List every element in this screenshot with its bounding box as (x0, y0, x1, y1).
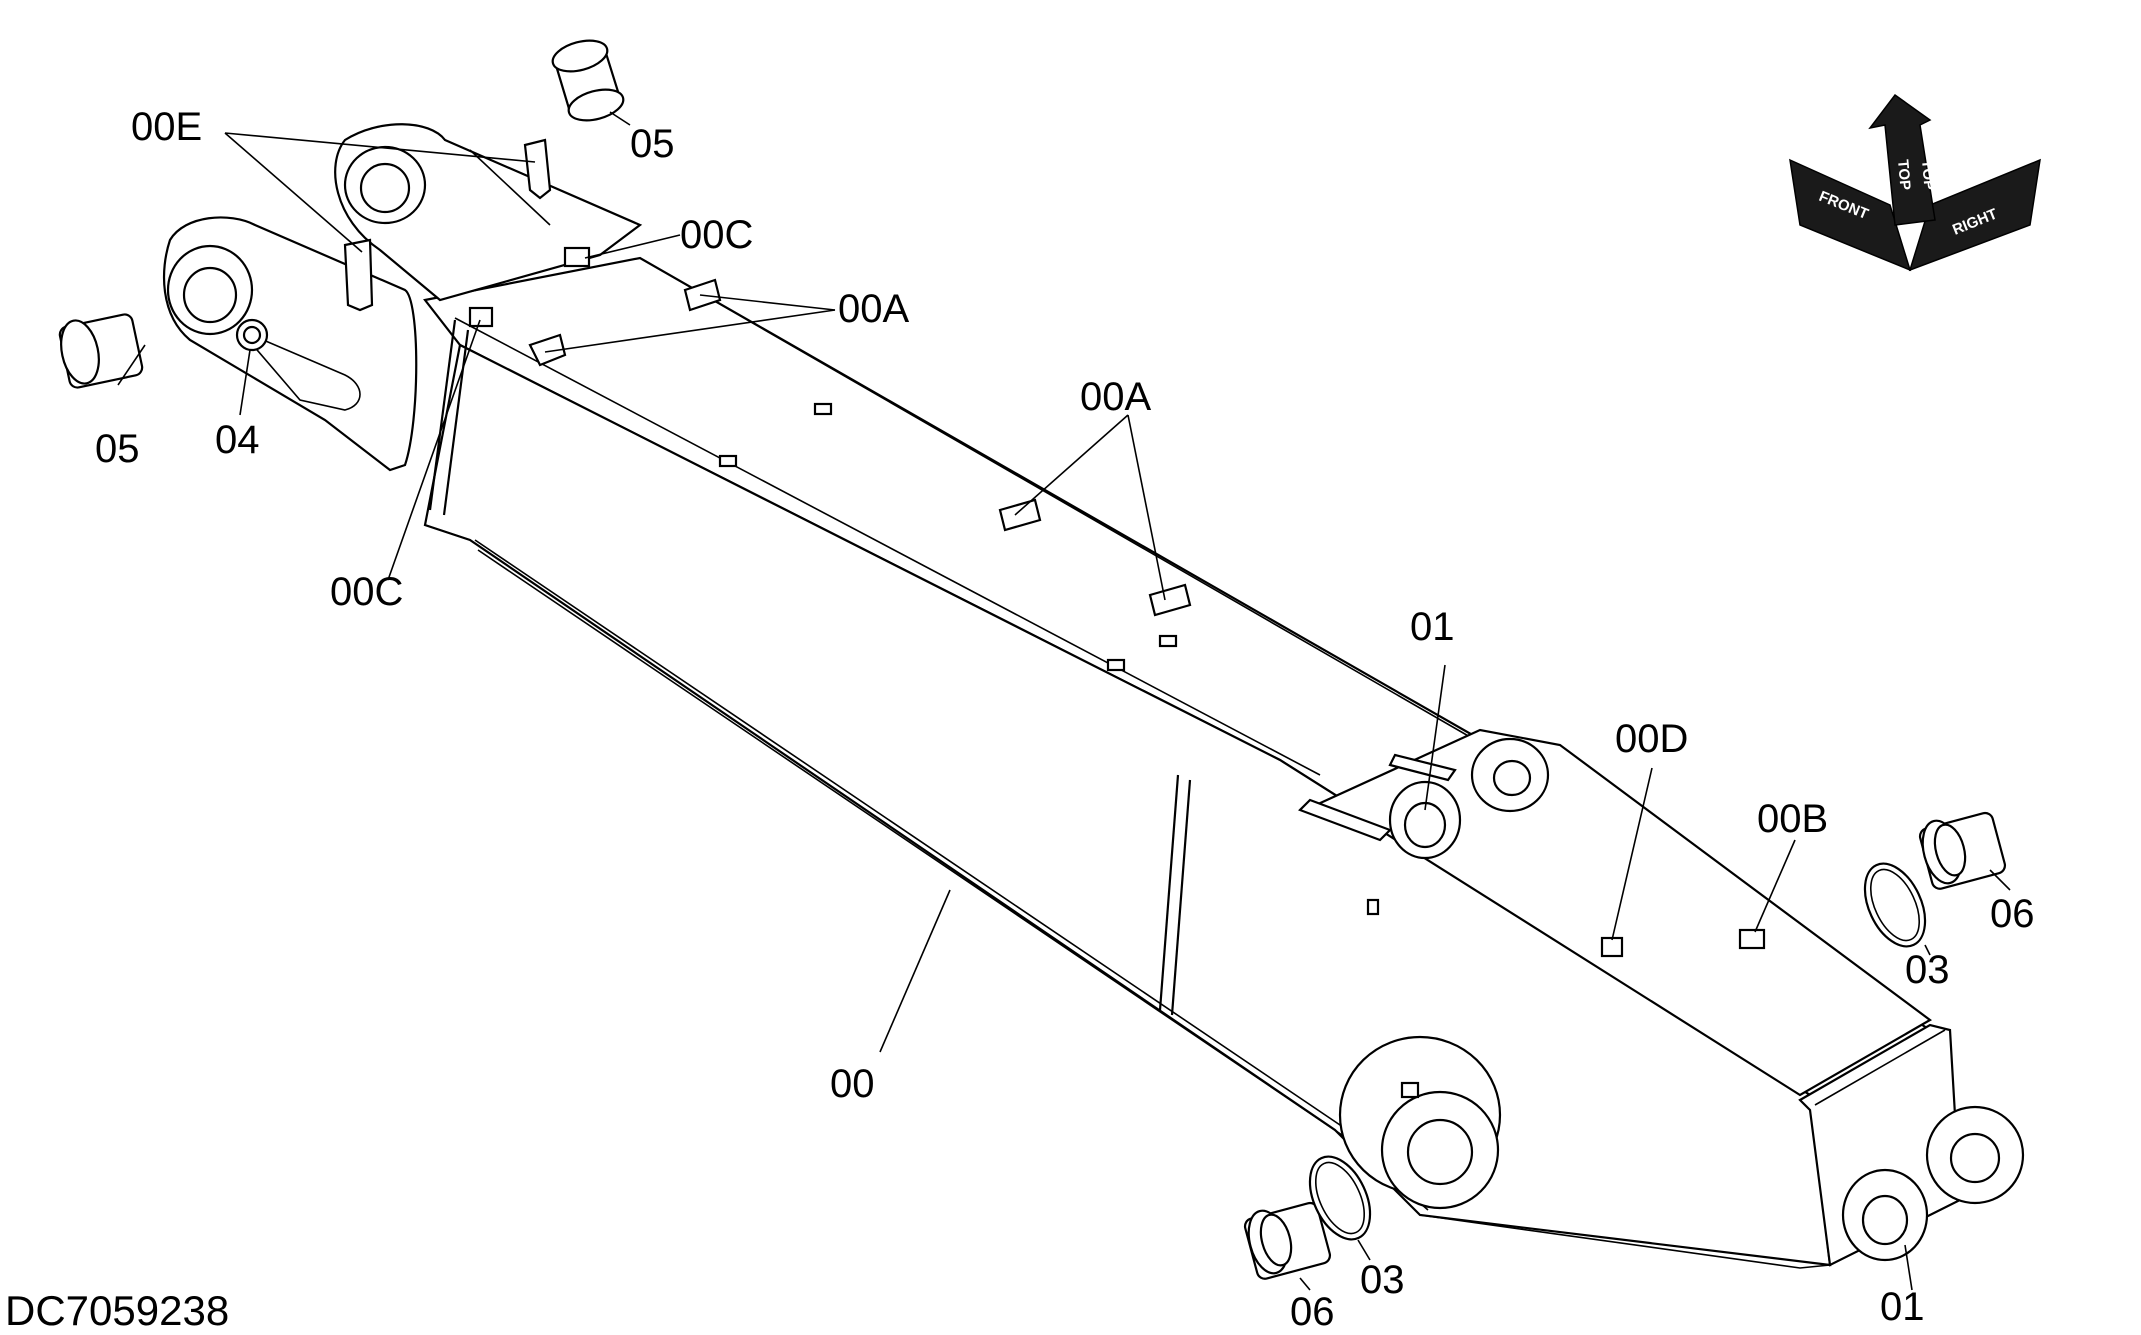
callout-06-right: 06 (1990, 892, 2035, 936)
boom-top-edge (639, 257, 1511, 761)
seal-03-bottom (1308, 1155, 1372, 1241)
pad-00D (1600, 936, 1624, 958)
pad-00B (1738, 928, 1766, 950)
wedge-plate-b (1388, 753, 1457, 782)
document-number: DC7059238 (5, 1287, 229, 1334)
bracket-00E-left (343, 238, 374, 312)
callout-01-top: 01 (1410, 605, 1455, 649)
arm-pin-bore-01 (1861, 1194, 1909, 1246)
callout-00C-left: 00C (330, 570, 403, 614)
callout-05-left: 05 (95, 427, 140, 471)
clip-00A-4 (1148, 583, 1192, 617)
callout-01-bottom: 01 (1880, 1285, 1925, 1329)
callout-04: 04 (215, 418, 260, 462)
wedge-plate-a (1298, 798, 1392, 842)
callout-03-right: 03 (1905, 948, 1950, 992)
callout-05-top: 05 (630, 122, 675, 166)
boom-lower-tip-edge (1419, 1214, 1831, 1269)
orientation-top-arrow (1868, 93, 1936, 226)
bracket-bore-upper (1492, 759, 1532, 797)
side-stiffener-left-a (428, 319, 457, 511)
orientation-label-top-a: TOP (1894, 159, 1914, 191)
callout-00A-top: 00A (838, 287, 909, 331)
bushing-06-bottom (1243, 1201, 1332, 1280)
orientation-indicator: FRONT TOP TOP RIGHT (1789, 93, 2041, 272)
callout-labels: 00E 05 00C 00A 05 04 00C 00A 01 00D 00B … (95, 105, 2035, 1334)
bushing-06-right (1918, 811, 2007, 890)
side-stiffener-mid-a (1158, 774, 1180, 1011)
boom-tip (1298, 728, 2025, 1262)
callout-00C-top: 00C (680, 213, 753, 257)
boom-tip-frame-edge (1814, 1029, 1946, 1106)
clip-00A-1 (528, 333, 567, 367)
boom-tip-bore (1406, 1118, 1474, 1186)
small-pad-4 (1158, 634, 1178, 648)
pad-00C-left (468, 306, 494, 328)
small-pad-2 (813, 402, 833, 416)
side-stiffener-mid-b (1170, 779, 1192, 1016)
arm-pin-bore-right (1949, 1132, 2001, 1184)
bracket-00E-right (523, 138, 552, 200)
small-pad-6 (1400, 1081, 1420, 1099)
orientation-label-top-b: TOP (1918, 159, 1938, 191)
callout-00B: 00B (1757, 797, 1828, 841)
callout-03-bottom: 03 (1360, 1258, 1405, 1302)
boom-body (423, 256, 1962, 1269)
foot-lower-bore (182, 266, 238, 324)
bushing-05-top (551, 39, 625, 122)
boom-top-inner-edge (454, 317, 1321, 776)
side-stiffener-left-b (442, 329, 470, 516)
bracket-bore-01 (1403, 801, 1447, 849)
bushing-05-left (58, 313, 144, 389)
pin-04 (235, 318, 269, 352)
small-pad-5 (1366, 898, 1380, 916)
callout-00A-mid: 00A (1080, 375, 1151, 419)
callout-00D: 00D (1615, 717, 1688, 761)
callout-06-bottom: 06 (1290, 1290, 1335, 1334)
callout-00E: 00E (131, 105, 202, 149)
small-pad-3 (1106, 658, 1126, 672)
pad-00C-top (563, 246, 591, 268)
orientation-right-plate (1908, 158, 2041, 272)
small-pad-1 (718, 454, 738, 468)
seal-03-right (1863, 862, 1927, 948)
leader-lines (117, 111, 2011, 1291)
boom-foot (162, 123, 643, 472)
foot-lower-slot (239, 329, 361, 411)
callout-00: 00 (830, 1062, 875, 1106)
foot-upper-bore (359, 162, 411, 214)
clip-00A-3 (998, 498, 1042, 532)
